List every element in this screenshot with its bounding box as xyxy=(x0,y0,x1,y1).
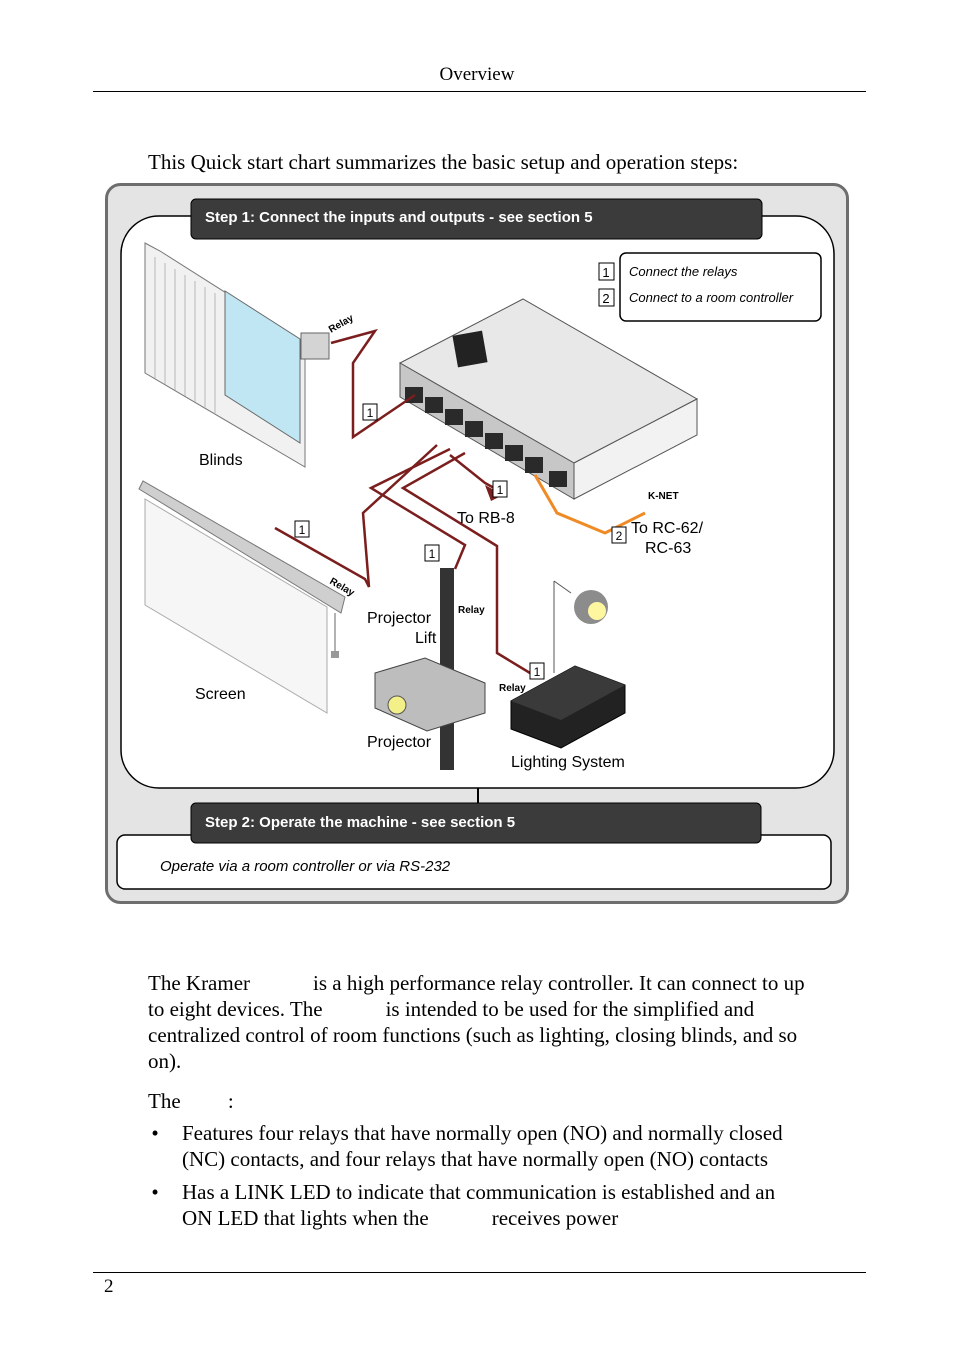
legend-1-num: 1 xyxy=(602,265,609,280)
feature-1-line-2: (NC) contacts, and four relays that have… xyxy=(182,1147,769,1171)
bullet-dot: • xyxy=(151,1121,159,1145)
label-to-rc-2: RC-63 xyxy=(645,540,691,557)
feature-2-line-1: Has a LINK LED to indicate that communic… xyxy=(182,1180,776,1204)
label-projector-lift-1: Projector xyxy=(367,610,432,627)
callout-blinds: 1 xyxy=(367,406,374,420)
legend-2-marker xyxy=(598,288,615,307)
blinds-illustration xyxy=(144,242,330,468)
description-paragraph: The Kramer is a high performance relay c… xyxy=(148,970,858,1074)
relay-controller-device xyxy=(398,298,699,500)
step1-title: Step 1: Connect the inputs and outputs -… xyxy=(205,209,593,226)
lighting-system-illustration xyxy=(510,665,626,749)
callout-screen: 1 xyxy=(299,523,306,537)
legend-1-text: Connect the relays xyxy=(629,264,738,279)
callout-controller: 2 xyxy=(616,529,623,543)
relay-label-lighting: Relay xyxy=(499,683,526,694)
legend-1-marker xyxy=(598,262,615,281)
bullet-dot: • xyxy=(151,1180,159,1204)
projector-illustration xyxy=(374,657,486,732)
legend-box xyxy=(619,252,822,322)
description-line-1: The Kramer is a high performance relay c… xyxy=(148,971,805,995)
feature-2-line-2: ON LED that lights when the receives pow… xyxy=(182,1206,619,1230)
description-line-2: to eight devices. The is intended to be … xyxy=(148,997,755,1021)
relay-wires xyxy=(274,328,531,675)
description-line-4: on). xyxy=(148,1049,182,1073)
callout-lift: 1 xyxy=(429,547,436,561)
page-header-title: Overview xyxy=(439,64,515,85)
feature-1-line-1: Features four relays that have normally … xyxy=(182,1121,783,1145)
callout-lighting: 1 xyxy=(534,665,541,679)
label-blinds: Blinds xyxy=(199,452,243,469)
feature-bullet-1: • Features four relays that have normall… xyxy=(148,1120,858,1174)
label-screen: Screen xyxy=(195,686,246,703)
legend-2-num: 2 xyxy=(602,291,609,306)
callout-markers: 1 1 1 1 1 2 xyxy=(294,403,627,680)
screen-illustration xyxy=(138,480,346,714)
quick-start-chart: Step 1: Connect the inputs and outputs -… xyxy=(105,183,849,904)
footer-rule xyxy=(93,1272,866,1273)
header-rule xyxy=(93,91,866,92)
label-projector-lift-2: Lift xyxy=(415,630,437,647)
label-to-rc-1: To RC-62/ xyxy=(631,520,704,537)
relay-label-lift: Relay xyxy=(458,605,485,616)
label-projector: Projector xyxy=(367,734,432,751)
page-number: 2 xyxy=(104,1276,114,1297)
step2-header xyxy=(190,802,762,844)
step2-text: Operate via a room controller or via RS-… xyxy=(160,858,451,875)
features-intro: The : xyxy=(148,1089,234,1113)
step2-title: Step 2: Operate the machine - see sectio… xyxy=(205,814,515,831)
callout-rb8: 1 xyxy=(497,483,504,497)
intro-text: This Quick start chart summarizes the ba… xyxy=(148,150,739,174)
feature-bullet-2: • Has a LINK LED to indicate that commun… xyxy=(148,1179,858,1233)
label-lighting-system: Lighting System xyxy=(511,754,625,771)
label-knet: K-NET xyxy=(648,491,679,502)
legend-2-text: Connect to a room controller xyxy=(629,290,794,305)
knet-wire xyxy=(533,474,646,535)
lamp-illustration xyxy=(553,580,608,673)
step1-header xyxy=(190,198,763,240)
description-line-3: centralized control of room functions (s… xyxy=(148,1023,798,1047)
label-to-rb8: To RB-8 xyxy=(457,510,515,527)
